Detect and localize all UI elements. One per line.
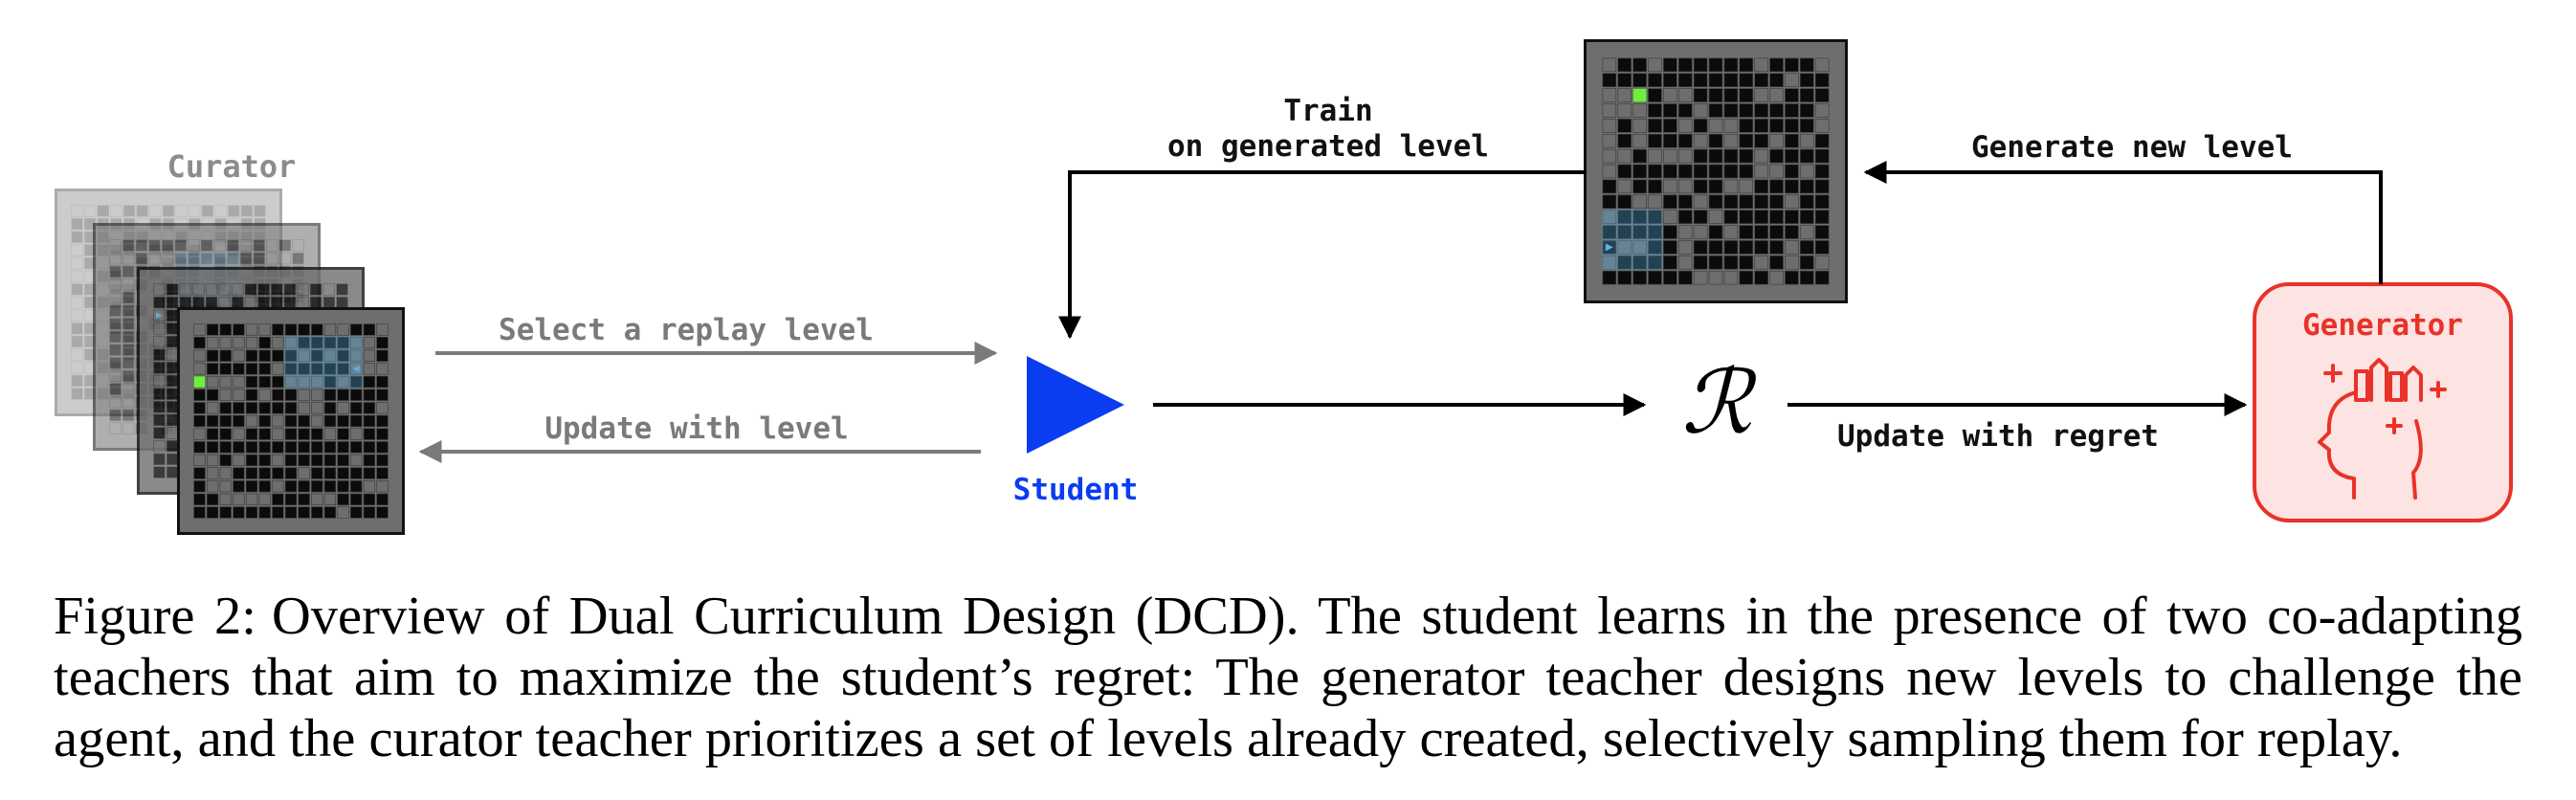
dcd-diagram: Curator Select a replay level Update wit… bbox=[55, 39, 2513, 535]
caption-label: Figure 2: bbox=[54, 587, 256, 646]
curator-level-stack bbox=[55, 189, 405, 535]
train-on-generated-arrow bbox=[1058, 170, 1587, 340]
generate-new-level-label: Generate new level bbox=[1971, 130, 2293, 165]
curator-label: Curator bbox=[167, 148, 297, 185]
update-with-regret-label: Update with regret bbox=[1837, 419, 2159, 454]
regret-symbol: ℛ bbox=[1681, 351, 1757, 454]
train-label-line2: on generated level bbox=[1167, 129, 1489, 164]
generated-maze-level bbox=[1584, 39, 1848, 303]
maze-level-icon bbox=[177, 307, 405, 535]
student-triangle-icon bbox=[1027, 356, 1124, 454]
generator-head-icon bbox=[2318, 358, 2447, 500]
student-label: Student bbox=[1013, 473, 1139, 507]
select-replay-label: Select a replay level bbox=[499, 313, 874, 347]
generator-label: Generator bbox=[2302, 308, 2463, 343]
maze-level-icon bbox=[1584, 39, 1848, 303]
caption-text: Overview of Dual Curriculum Design (DCD)… bbox=[54, 587, 2522, 768]
generate-new-level-arrow bbox=[1863, 161, 2383, 284]
update-with-level-label: Update with level bbox=[544, 411, 848, 446]
train-label-line1: Train bbox=[1283, 94, 1372, 128]
figure-caption: Figure 2:Overview of Dual Curriculum Des… bbox=[54, 586, 2522, 769]
